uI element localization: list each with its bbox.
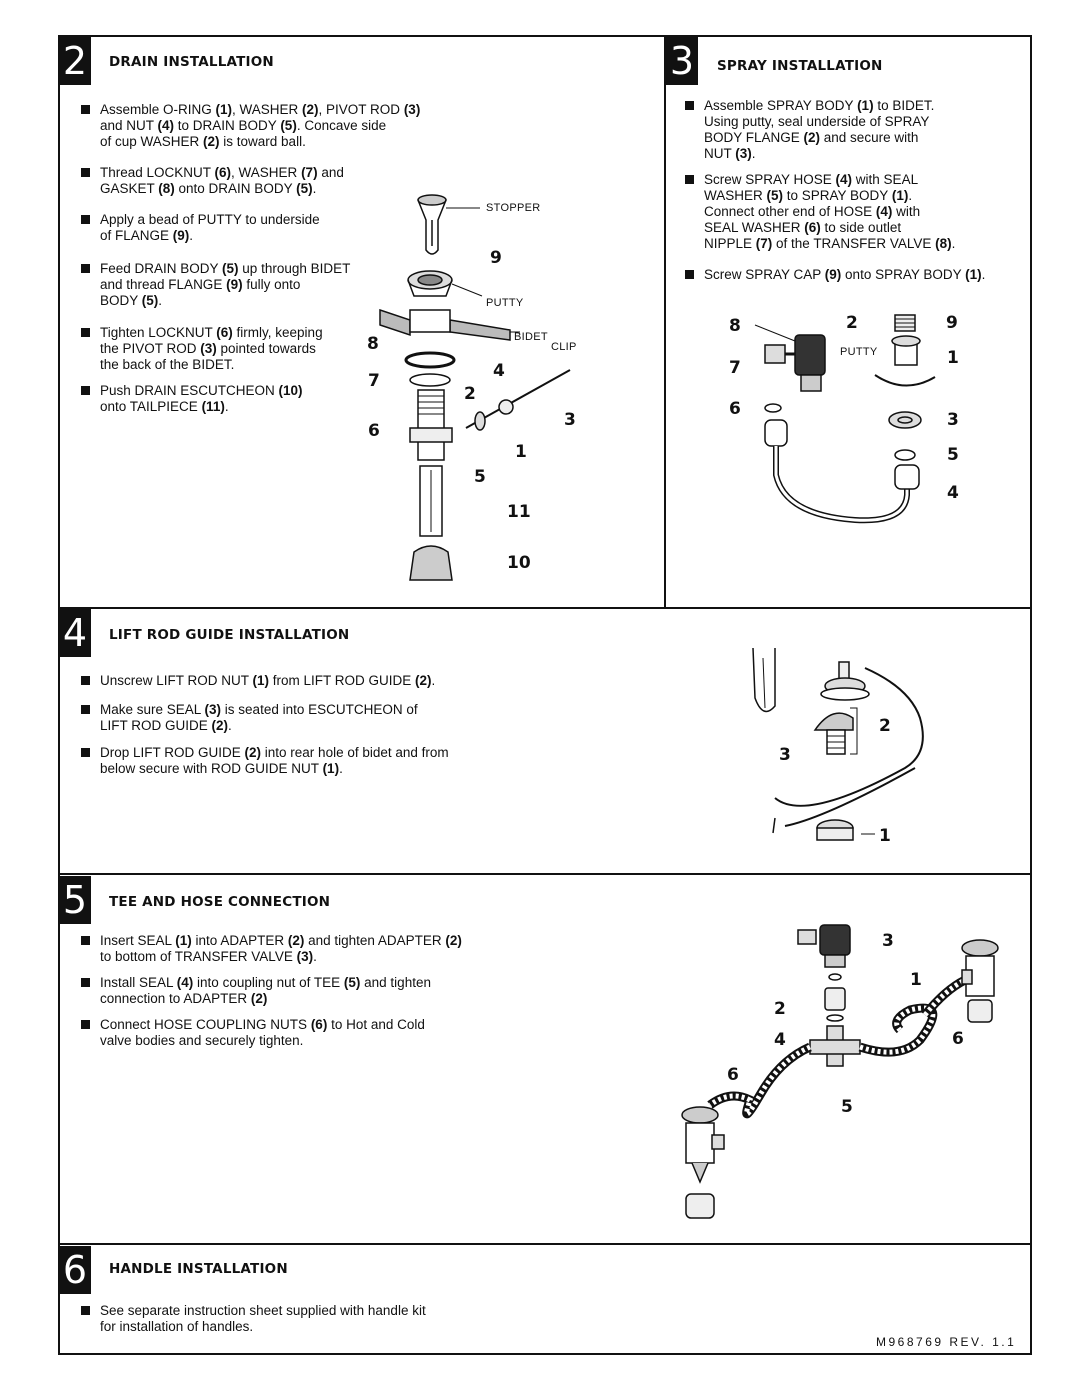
callout: 1 (515, 442, 527, 462)
callout: 5 (474, 467, 486, 487)
callout: 4 (493, 361, 505, 381)
callout: 6 (952, 1029, 964, 1049)
divider-after-section5 (59, 1243, 1031, 1245)
callout: 2 (464, 384, 476, 404)
callout: 3 (882, 931, 894, 951)
label-clip: CLIP (551, 341, 577, 353)
section-title: LIFT ROD GUIDE INSTALLATION (109, 627, 350, 643)
divider-after-section4 (59, 873, 1031, 875)
label-bidet: BIDET (514, 331, 548, 343)
section-number: 4 (59, 609, 91, 657)
callout: 6 (727, 1065, 739, 1085)
drain-assembly-drawing (379, 194, 571, 581)
callout: 11 (507, 502, 531, 522)
callout: 9 (490, 248, 502, 268)
lift-rod-guide-drawing (752, 647, 924, 841)
callout: 7 (729, 358, 741, 378)
divider-after-row1 (59, 607, 1031, 609)
callout: 3 (779, 745, 791, 765)
callout: 5 (841, 1097, 853, 1117)
callout: 4 (774, 1030, 786, 1050)
callout: 8 (367, 334, 379, 354)
divider-vertical (664, 36, 666, 608)
label-stopper: STOPPER (486, 202, 541, 214)
callout: 5 (947, 445, 959, 465)
tee-hose-drawing (681, 924, 999, 1219)
page-frame (58, 35, 1032, 1355)
callout: 6 (729, 399, 741, 419)
callout: 8 (729, 316, 741, 336)
callout: 1 (879, 826, 891, 846)
document-number: M968769 REV. 1.1 (876, 1335, 1017, 1349)
section-number: 5 (59, 876, 91, 924)
callout: 10 (507, 553, 531, 573)
section-title: DRAIN INSTALLATION (109, 54, 274, 70)
callout: 7 (368, 371, 380, 391)
callout: 6 (368, 421, 380, 441)
section-title: HANDLE INSTALLATION (109, 1261, 288, 1277)
callout: 2 (774, 999, 786, 1019)
spray-assembly-drawing (754, 314, 936, 524)
callout: 2 (879, 716, 891, 736)
label-putty: PUTTY (486, 297, 524, 309)
section-number: 6 (59, 1246, 91, 1294)
section-title: SPRAY INSTALLATION (717, 58, 883, 74)
callout: 2 (846, 313, 858, 333)
section-title: TEE AND HOSE CONNECTION (109, 894, 331, 910)
section-number: 3 (666, 37, 698, 85)
callout: 4 (947, 483, 959, 503)
callout: 3 (564, 410, 576, 430)
section-number: 2 (59, 37, 91, 85)
callout: 1 (910, 970, 922, 990)
callout: 3 (947, 410, 959, 430)
callout: 9 (946, 313, 958, 333)
label-putty: PUTTY (840, 346, 878, 358)
callout: 1 (947, 348, 959, 368)
